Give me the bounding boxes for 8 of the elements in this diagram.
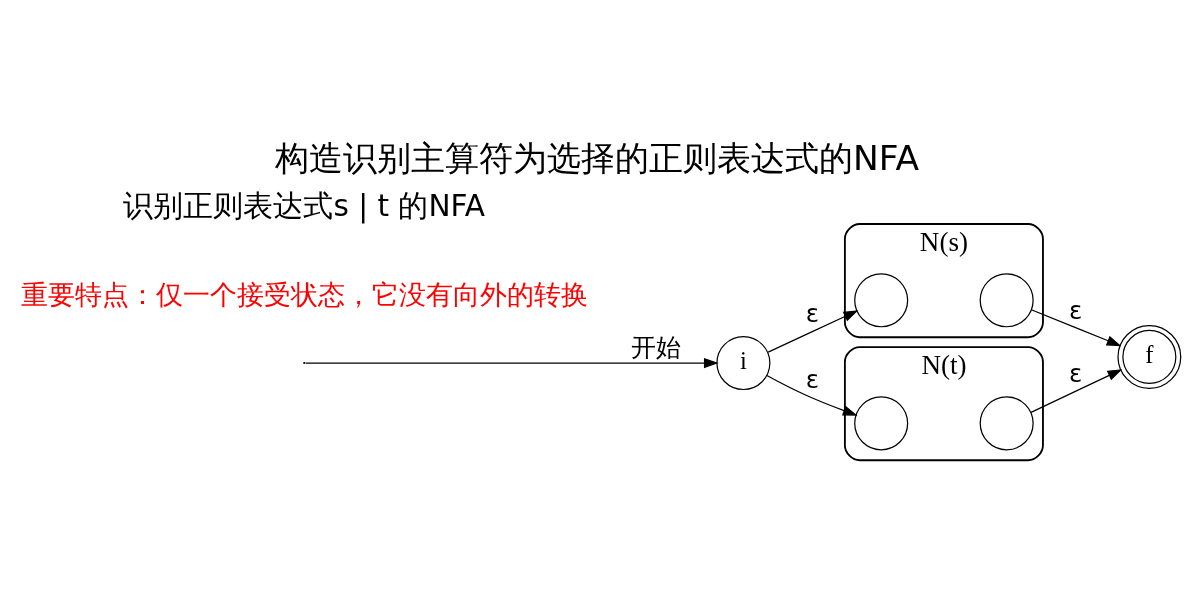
label: 重要特点：仅一个接受状态，它没有向外的转换	[20, 278, 588, 310]
edge-label: ε	[1068, 295, 1083, 325]
edge-label: ε	[805, 364, 819, 394]
edge-label: ε	[1068, 358, 1083, 388]
edge-label: 开始	[631, 332, 682, 362]
edge-label: ε	[805, 299, 819, 329]
diagram-title: 构造识别主算符为选择的正则表达式的NFA	[275, 138, 919, 179]
caption: 识别正则表达式s | t 的NFA	[123, 188, 486, 223]
